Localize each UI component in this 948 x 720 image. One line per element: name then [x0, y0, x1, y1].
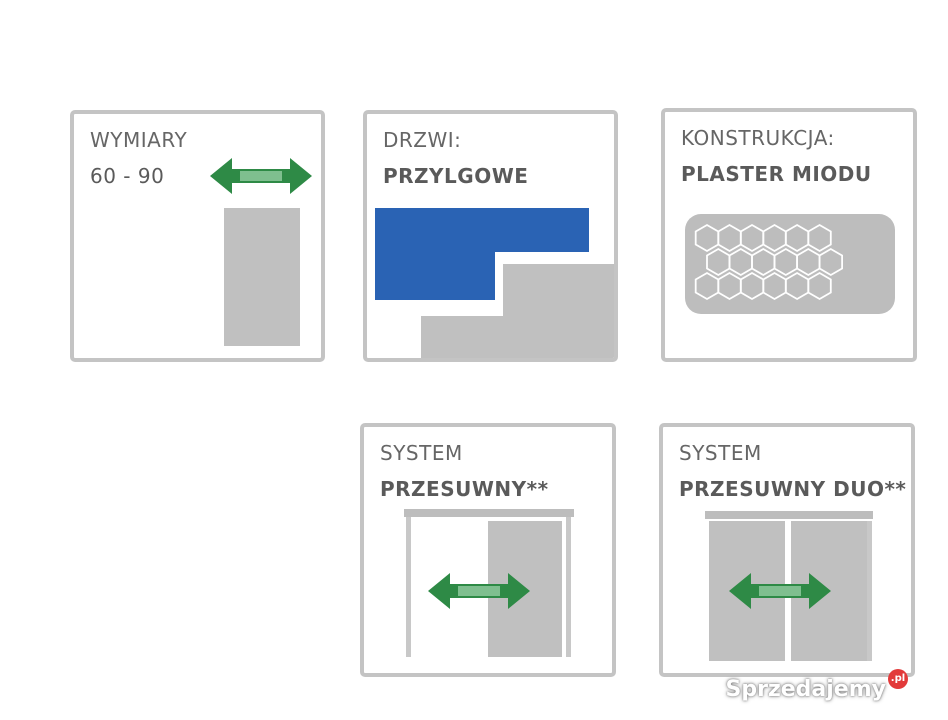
card-drzwi: DRZWI: PRZYLGOWE — [363, 110, 618, 362]
double-arrow-icon — [210, 158, 312, 194]
watermark-text: Sprzedajemy — [725, 677, 887, 702]
watermark-badge: .pl — [888, 669, 908, 689]
honeycomb-cell — [807, 223, 832, 253]
honeycomb-cell — [807, 271, 832, 301]
door-panel-shape — [224, 208, 300, 346]
card-label-line2: 60 - 90 — [90, 164, 165, 188]
double-arrow-icon — [729, 573, 831, 609]
card-label-line2: PLASTER MIODU — [681, 162, 872, 186]
card-system-przesuwny-duo: SYSTEM PRZESUWNY DUO** — [659, 423, 915, 677]
card-label-line1: KONSTRUKCJA: — [681, 126, 835, 150]
sprzedajemy-watermark: Sprzedajemy.pl — [725, 669, 908, 702]
card-label-line1: DRZWI: — [383, 128, 462, 152]
card-konstrukcja: KONSTRUKCJA: PLASTER MIODU — [661, 108, 917, 362]
card-system-przesuwny: SYSTEM PRZESUWNY** — [360, 423, 616, 677]
card-label-line2: PRZYLGOWE — [383, 164, 529, 188]
double-arrow-icon — [428, 573, 530, 609]
card-label-line1: SYSTEM — [380, 441, 463, 465]
honeycomb-cell — [818, 247, 844, 277]
card-label-line1: WYMIARY — [90, 128, 188, 152]
rebated-door-icon — [375, 208, 614, 358]
card-label-line2: PRZESUWNY** — [380, 477, 549, 501]
honeycomb-icon — [685, 214, 895, 314]
card-label-line2: PRZESUWNY DUO** — [679, 477, 907, 501]
card-label-line1: SYSTEM — [679, 441, 762, 465]
card-wymiary: WYMIARY 60 - 90 — [70, 110, 325, 362]
